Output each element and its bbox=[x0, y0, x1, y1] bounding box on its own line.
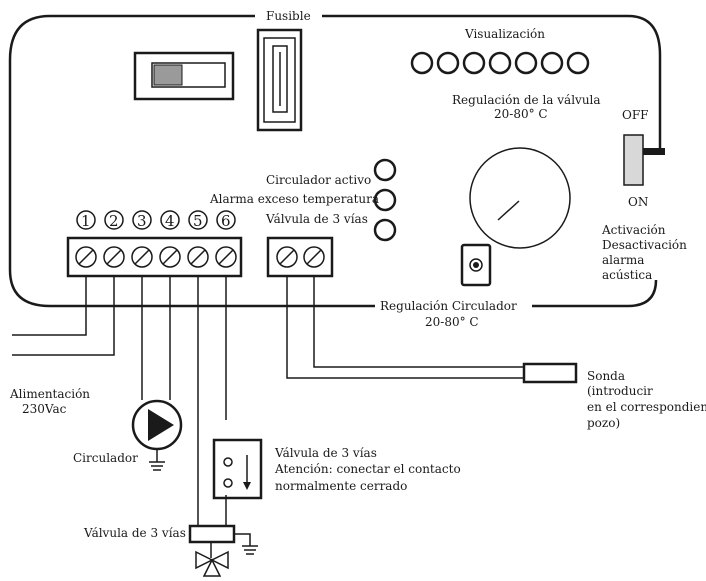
regulacion-valvula-label: Regulación de la válvula bbox=[452, 93, 601, 107]
fusible-label: Fusible bbox=[266, 9, 311, 23]
terminal-screw bbox=[276, 246, 298, 268]
acustica-label: acústica bbox=[602, 268, 652, 282]
sensor-probe bbox=[522, 362, 578, 384]
circulator-ground-icon bbox=[149, 449, 165, 471]
valvula-info-nc: normalmente cerrado bbox=[275, 479, 407, 493]
terminal-number: 2 bbox=[104, 210, 124, 230]
valve-regulation-dial bbox=[469, 147, 571, 249]
enclosure-outline-bottom-right bbox=[532, 279, 658, 308]
svg-text:5: 5 bbox=[193, 212, 203, 230]
power-wire-1 bbox=[12, 276, 87, 336]
valvula-led bbox=[373, 218, 397, 242]
sensor-terminal-block bbox=[266, 236, 334, 278]
terminal-screw bbox=[215, 246, 237, 268]
sensor-wire-2 bbox=[313, 276, 524, 368]
svg-text:4: 4 bbox=[165, 212, 175, 230]
visualizacion-label: Visualización bbox=[464, 27, 545, 41]
alimentacion-label: Alimentación bbox=[9, 387, 90, 401]
enclosure-outline-right bbox=[322, 14, 662, 150]
terminal-number: 5 bbox=[188, 210, 208, 230]
regulacion-valvula-range: 20-80° C bbox=[494, 107, 548, 121]
fuse bbox=[256, 28, 303, 132]
alarm-switch bbox=[623, 134, 665, 186]
display-led bbox=[566, 51, 590, 75]
alarma-exceso-label: Alarma exceso temperatura bbox=[209, 192, 379, 206]
circulador-activo-led bbox=[373, 158, 397, 182]
circulator-pump-icon bbox=[131, 399, 183, 451]
terminal-screw bbox=[303, 246, 325, 268]
regulacion-circulador-range: 20-80° C bbox=[425, 315, 479, 329]
display-led bbox=[410, 51, 434, 75]
display-led bbox=[540, 51, 564, 75]
display-led bbox=[488, 51, 512, 75]
sonda-label: Sonda bbox=[587, 369, 625, 383]
sonda-instr-2: en el correspondiente bbox=[587, 400, 706, 414]
power-wire-2 bbox=[12, 276, 115, 356]
terminal-screw bbox=[159, 246, 181, 268]
terminal-number: 6 bbox=[216, 210, 236, 230]
on-label: ON bbox=[628, 195, 648, 209]
svg-text:2: 2 bbox=[109, 212, 119, 230]
enclosure-outline bbox=[8, 14, 375, 308]
circulador-label: Circulador bbox=[73, 451, 138, 465]
valvula-led-label: Válvula de 3 vías bbox=[265, 212, 368, 226]
terminal-screw bbox=[187, 246, 209, 268]
terminal-number: 1 bbox=[76, 210, 96, 230]
display-led bbox=[514, 51, 538, 75]
terminal-screw bbox=[75, 246, 97, 268]
terminal-number: 4 bbox=[160, 210, 180, 230]
display-led bbox=[436, 51, 460, 75]
three-way-valve-icon bbox=[188, 524, 236, 577]
svg-text:3: 3 bbox=[137, 212, 147, 230]
sensor-wire-1 bbox=[286, 276, 524, 379]
sonda-instr-3: pozo) bbox=[587, 416, 620, 430]
alarma-exceso-led bbox=[373, 188, 397, 212]
alimentacion-voltage: 230Vac bbox=[22, 402, 67, 416]
valvula-bottom-label: Válvula de 3 vías bbox=[83, 526, 186, 540]
main-terminal-block bbox=[66, 236, 243, 278]
terminal-numbers: 1 2 3 4 5 6 bbox=[76, 210, 236, 230]
valvula-info-warning: Atención: conectar el contacto bbox=[274, 462, 461, 476]
circulador-activo-label: Circulador activo bbox=[266, 173, 371, 187]
svg-text:1: 1 bbox=[81, 212, 91, 230]
svg-text:6: 6 bbox=[221, 212, 231, 230]
regulacion-circulador-label: Regulación Circulador bbox=[380, 299, 517, 313]
valvula-info-title: Válvula de 3 vías bbox=[274, 446, 377, 460]
activacion-label: Activación bbox=[601, 223, 666, 237]
circulator-regulation-pot bbox=[460, 243, 492, 287]
sonda-instr-1: (introducir bbox=[587, 384, 653, 398]
desactivacion-label: Desactivación bbox=[602, 238, 687, 252]
alarma-label: alarma bbox=[602, 253, 644, 267]
terminal-screw bbox=[131, 246, 153, 268]
nc-contact-box bbox=[212, 438, 263, 500]
terminal-screw bbox=[103, 246, 125, 268]
display-led bbox=[462, 51, 486, 75]
off-label: OFF bbox=[622, 108, 649, 122]
display-leds bbox=[410, 51, 590, 75]
terminal-number: 3 bbox=[132, 210, 152, 230]
valve-ground-icon bbox=[234, 533, 258, 555]
power-switch bbox=[133, 51, 235, 101]
